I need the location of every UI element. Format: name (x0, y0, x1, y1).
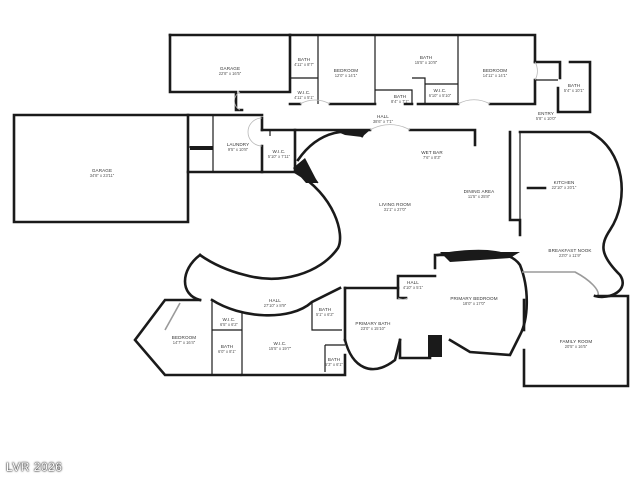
room-dimensions: 9'5" x 10'8" (228, 147, 249, 152)
room-dimensions: 11'5" x 25'8" (468, 194, 491, 199)
room-dimensions: 5'4" x 10'1" (564, 88, 585, 93)
room-name: W.I.C. (272, 149, 285, 154)
room-dimensions: 8'4" x 7'1" (391, 99, 409, 104)
room-dimensions: 20'5" x 16'5" (565, 344, 588, 349)
room-dimensions: 38'6" x 7'1" (373, 119, 394, 124)
room-dimensions: 12'0" x 14'1" (335, 73, 358, 78)
room-dimensions: 15'5" x 19'7" (269, 346, 292, 351)
room-dimensions: 27'10" x 8'9" (264, 303, 287, 308)
room-name: PRIMARY BATH (355, 321, 390, 326)
room-name: BATH (568, 83, 580, 88)
door-swings (234, 61, 538, 300)
room-dimensions: 6'0" x 8'1" (218, 349, 236, 354)
room-dimensions: 4'10" x 5'1" (403, 285, 424, 290)
room-name: ENTRY (538, 111, 554, 116)
room-name: W.I.C. (222, 317, 235, 322)
room-name: LAUNDRY (227, 142, 250, 147)
room-dimensions: 14'11" x 14'1" (483, 73, 508, 78)
solid-fills (190, 130, 520, 357)
room-dimensions: 22'10" x 20'1" (552, 185, 577, 190)
room-dimensions: 4'11" x 8'7" (294, 62, 314, 67)
room-labels: GARAGE 22'8" x 16'5" BATH 4'11" x 8'7" W… (90, 55, 593, 367)
room-name: GARAGE (92, 168, 112, 173)
room-name: FAMILY ROOM (560, 339, 593, 344)
room-dimensions: 31'1" x 27'0" (384, 207, 407, 212)
room-name: HALL (377, 114, 389, 119)
room-name: WET BAR (421, 150, 443, 155)
room-name: LIVING ROOM (379, 202, 411, 207)
room-dimensions: 4'11" x 5'1" (294, 95, 314, 100)
room-dimensions: 15'5" x 10'8" (415, 60, 438, 65)
room-dimensions: 14'7" x 16'4" (173, 340, 196, 345)
room-name: BATH (420, 55, 432, 60)
room-name: W.I.C. (273, 341, 286, 346)
room-name: BATH (328, 357, 340, 362)
room-dimensions: 6'5" x 6'2" (220, 322, 238, 327)
room-name: BEDROOM (334, 68, 359, 73)
room-dimensions: 5'8" x 10'0" (536, 116, 557, 121)
room-dimensions: 23'0" x 11'9" (559, 253, 582, 258)
room-name: BATH (298, 57, 310, 62)
room-dimensions: 5'3" x 6'1" (325, 362, 343, 367)
room-dimensions: 6'10" x 5'10" (429, 93, 452, 98)
room-name: GARAGE (220, 66, 240, 71)
room-dimensions: 34'8" x 23'11" (90, 173, 115, 178)
room-name: W.I.C. (433, 88, 446, 93)
room-name: DINING AREA (464, 189, 496, 194)
room-dimensions: 7'6" x 8'3" (423, 155, 441, 160)
room-dimensions: 5'10" x 7'11" (268, 154, 291, 159)
walls (12, 33, 630, 388)
room-dimensions: 23'0" x 15'10" (361, 326, 386, 331)
room-name: HALL (269, 298, 281, 303)
room-name: BATH (394, 94, 406, 99)
room-name: PRIMARY BEDROOM (450, 296, 497, 301)
room-name: BEDROOM (172, 335, 197, 340)
room-dimensions: 5'1" x 6'2" (316, 312, 334, 317)
mls-watermark: LVR 2026 (6, 460, 63, 474)
room-dimensions: 18'0" x 17'0" (463, 301, 486, 306)
room-name: KITCHEN (554, 180, 575, 185)
room-name: BATH (319, 307, 331, 312)
room-name: BREAKFAST NOOK (548, 248, 592, 253)
room-dimensions: 22'8" x 16'5" (219, 71, 242, 76)
room-name: BEDROOM (483, 68, 508, 73)
room-name: W.I.C. (297, 90, 310, 95)
room-name: HALL (407, 280, 419, 285)
room-name: BATH (221, 344, 233, 349)
